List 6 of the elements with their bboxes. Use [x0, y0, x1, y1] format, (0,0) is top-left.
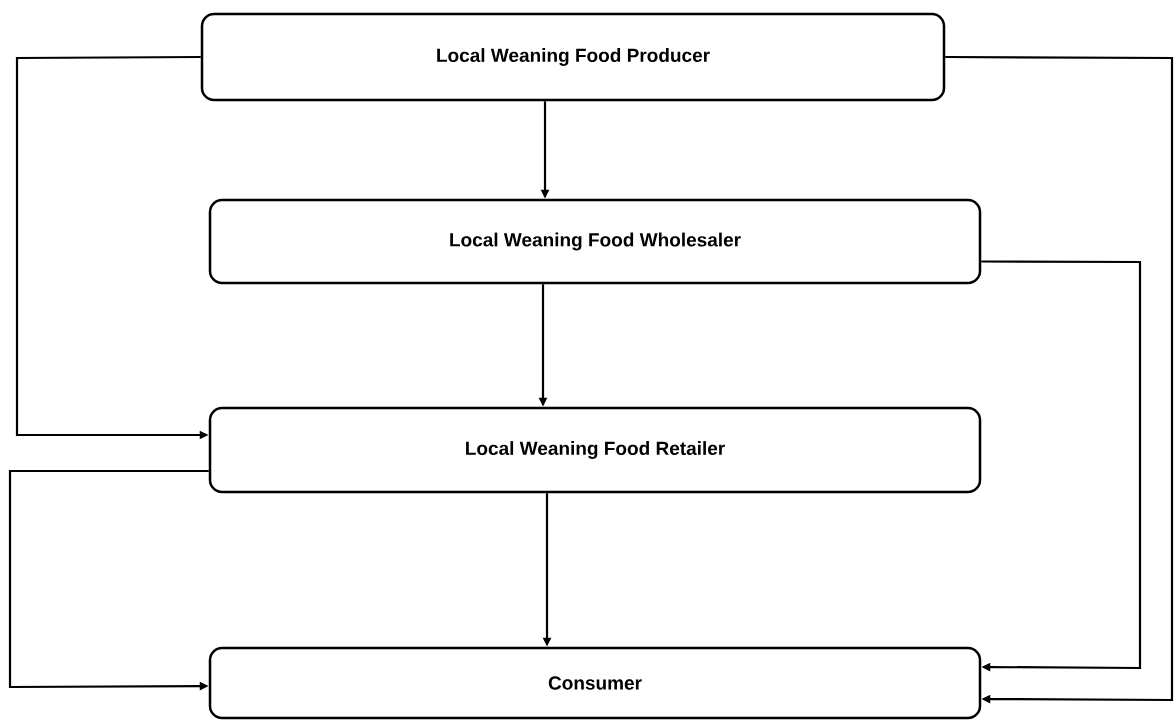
process-box: Local Weaning Food Retailer: [208, 406, 982, 494]
process-box: Local Weaning Food Wholesaler: [208, 198, 982, 285]
arrow: [981, 260, 1142, 672]
arrow: [945, 55, 1174, 704]
process-box: Consumer: [208, 646, 982, 720]
process-box: Local Weaning Food Producer: [200, 12, 946, 102]
